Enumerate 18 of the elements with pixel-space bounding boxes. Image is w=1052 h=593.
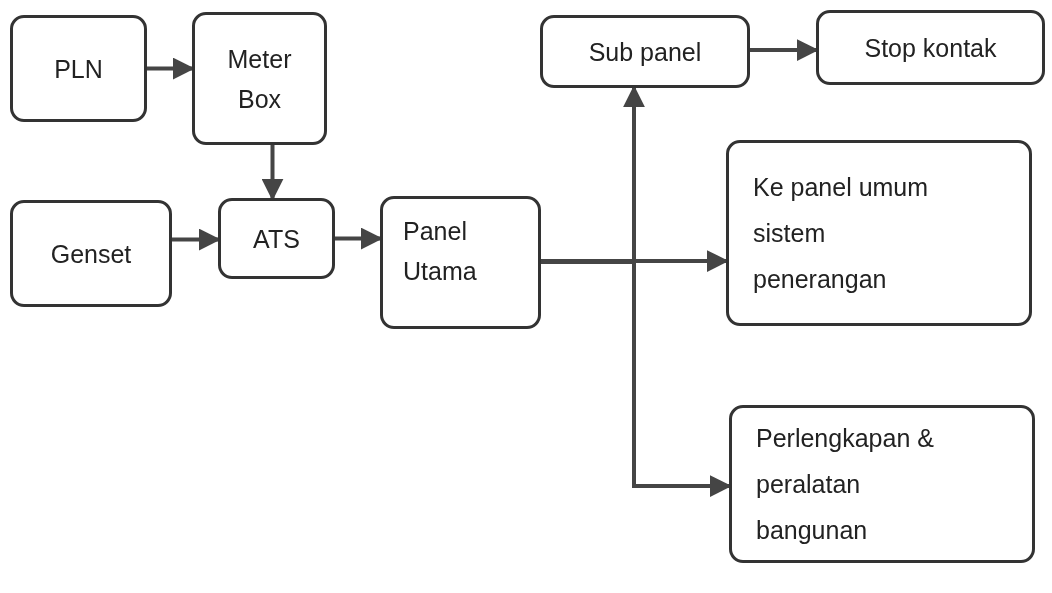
box-label: Genset xyxy=(50,238,132,270)
process-box xyxy=(10,15,147,122)
process-box xyxy=(540,15,750,88)
process-box xyxy=(729,405,1035,563)
box-label: ATS xyxy=(253,223,300,255)
box-label: Meter Box xyxy=(226,43,293,115)
box-label: Panel Utama xyxy=(403,216,478,287)
process-box xyxy=(218,198,335,279)
box-label: Sub panel xyxy=(588,36,702,68)
process-box xyxy=(192,12,327,145)
box-label: Stop kontak xyxy=(864,32,997,64)
process-box xyxy=(816,10,1045,85)
box-label: PLN xyxy=(54,53,103,85)
box-label: Ke panel umum sistem penerangan xyxy=(753,172,930,295)
process-box xyxy=(726,140,1032,326)
process-box xyxy=(380,196,541,329)
box-label: Perlengkapan & peralatan bangunan xyxy=(756,423,935,546)
process-box xyxy=(10,200,172,307)
